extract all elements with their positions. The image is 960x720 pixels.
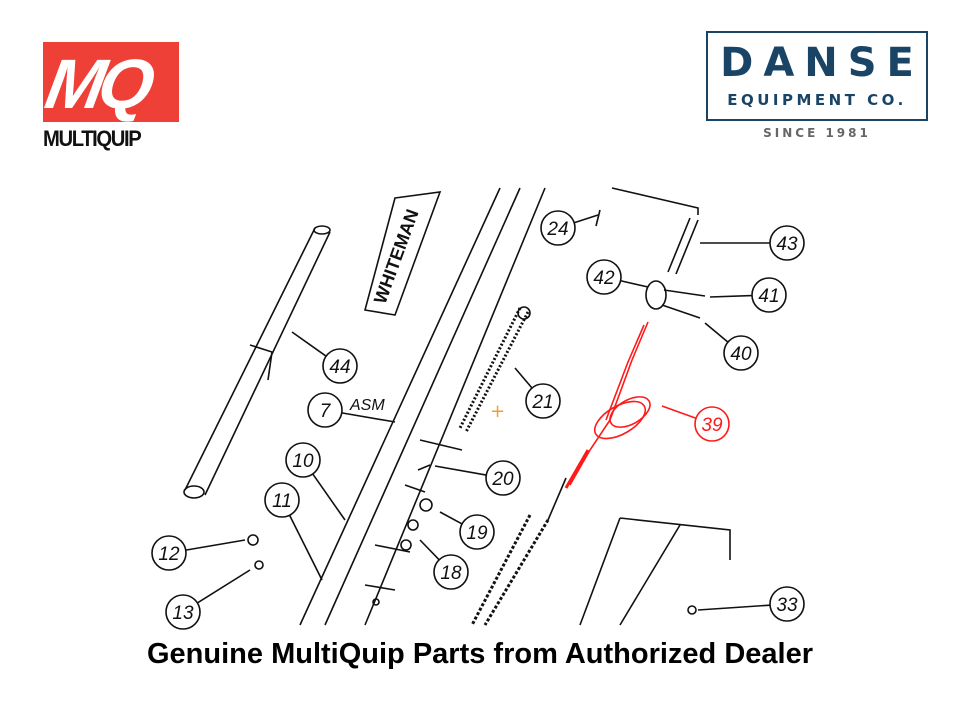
callout-label: 10	[292, 451, 314, 472]
callout-label: 12	[158, 544, 180, 565]
decal-text: WHITEMAN	[370, 207, 423, 307]
callout-42: 42	[586, 259, 649, 295]
callout-label: 21	[531, 392, 553, 413]
leader-line	[661, 405, 697, 419]
callout-12: 12	[151, 535, 246, 571]
leader-line	[704, 322, 729, 343]
callout-circle	[322, 348, 358, 384]
asm-label: ASM	[349, 397, 385, 414]
leader-line	[620, 279, 649, 288]
leader-line	[291, 331, 327, 357]
callout-label: 33	[776, 595, 798, 616]
callout-circle	[540, 210, 576, 246]
callout-33: 33	[697, 586, 805, 622]
leader-line	[419, 539, 440, 561]
callout-circle	[769, 586, 805, 622]
callout-44: 44	[291, 331, 358, 384]
callout-label: 43	[776, 234, 798, 255]
callout-40: 40	[704, 322, 759, 371]
callout-label: 11	[272, 491, 292, 512]
callout-label: 42	[593, 268, 615, 289]
callout-7: 7	[307, 392, 396, 428]
callout-circle	[165, 594, 201, 630]
callout-24: 24	[540, 210, 599, 246]
callout-label: 19	[466, 523, 488, 544]
multiquip-logo: MQ MULTIQUIP	[43, 42, 179, 152]
callout-circle	[307, 392, 343, 428]
danse-title: DANSE	[720, 40, 924, 86]
callout-41: 41	[709, 277, 787, 313]
callout-label: 18	[440, 563, 462, 584]
leader-line	[312, 473, 346, 521]
multiquip-wordmark: MULTIQUIP	[43, 126, 142, 151]
callout-18: 18	[419, 539, 469, 590]
callout-label: 41	[758, 286, 779, 307]
callout-13: 13	[165, 569, 251, 630]
callout-21: 21	[514, 367, 561, 419]
callout-circle	[751, 277, 787, 313]
callout-label: 13	[172, 603, 194, 624]
callout-label: 24	[546, 219, 568, 240]
caption: Genuine MultiQuip Parts from Authorized …	[147, 638, 813, 670]
callout-43: 43	[700, 225, 805, 261]
leader-line	[341, 412, 396, 423]
callout-label: 7	[320, 401, 332, 422]
callout-circle	[769, 225, 805, 261]
callout-11: 11	[264, 482, 323, 581]
highlighted-part-cable	[564, 321, 651, 489]
leader-line	[288, 514, 323, 581]
mq-logo-mark: MQ	[43, 42, 179, 122]
danse-logo: DANSE EQUIPMENT CO. SINCE 1981	[706, 31, 928, 140]
callout-circle	[285, 442, 321, 478]
danse-since: SINCE 1981	[763, 126, 871, 140]
callout-circle	[151, 535, 187, 571]
leader-line	[514, 367, 533, 389]
callout-circle	[264, 482, 300, 518]
callout-label: 39	[701, 415, 723, 436]
callout-circle	[694, 406, 730, 442]
callout-circle	[723, 335, 759, 371]
callout-label: 40	[730, 344, 752, 365]
leader-line	[439, 511, 463, 525]
crosshair-mark: +	[490, 401, 505, 422]
callout-circle	[433, 554, 469, 590]
leader-line	[185, 539, 246, 551]
callout-circle	[525, 383, 561, 419]
leader-line	[196, 569, 251, 604]
callout-circle	[459, 514, 495, 550]
callout-circle	[485, 460, 521, 496]
callout-20: 20	[434, 460, 521, 496]
leader-line	[697, 604, 771, 611]
callout-19: 19	[439, 511, 495, 550]
parts-diagram: WHITEMAN + ASM 24 43 42 41 40 44 21 7 39 10 20 11 19…	[151, 187, 805, 630]
danse-subtitle: EQUIPMENT CO.	[727, 91, 907, 109]
callout-label: 20	[491, 469, 514, 490]
leader-line	[434, 465, 487, 476]
leader-line	[709, 294, 753, 298]
callout-39: 39	[661, 405, 730, 442]
callout-circle	[586, 259, 622, 295]
callout-10: 10	[285, 442, 346, 521]
callout-label: 44	[329, 357, 350, 378]
leader-line	[573, 214, 599, 224]
